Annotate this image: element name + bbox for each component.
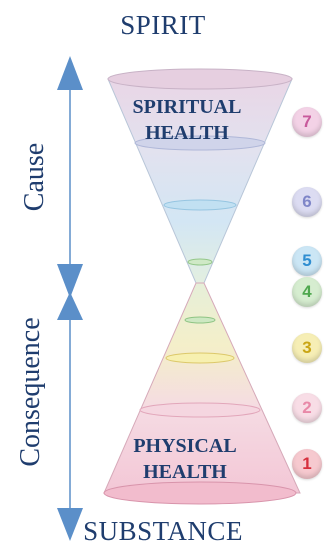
spiritual-health-line-2: HEALTH [145, 122, 229, 144]
cause-label: Cause [19, 142, 50, 212]
spirit-label: SPIRIT [120, 10, 206, 40]
upper-cone [107, 68, 293, 284]
physical-health-line-1: PHYSICAL [133, 435, 237, 457]
consequence-label: Consequence [15, 317, 46, 467]
physical-health-line-2: HEALTH [143, 461, 227, 483]
level-badge-5: 5 [292, 246, 322, 276]
consequence-arrow [57, 292, 83, 541]
lower-cone [103, 282, 301, 505]
physical-health-label: PHYSICAL HEALTH [100, 433, 270, 485]
level-badge-1: 1 [292, 449, 322, 479]
substance-label: SUBSTANCE [83, 516, 243, 546]
level-badge-7: 7 [292, 107, 322, 137]
level-badge-2: 2 [292, 393, 322, 423]
level-badge-3: 3 [292, 333, 322, 363]
cause-arrow [57, 56, 83, 298]
level-badge-4: 4 [292, 277, 322, 307]
level-badge-6: 6 [292, 187, 322, 217]
spiritual-health-label: SPIRITUAL HEALTH [102, 94, 272, 146]
spiritual-health-line-1: SPIRITUAL [132, 96, 242, 118]
